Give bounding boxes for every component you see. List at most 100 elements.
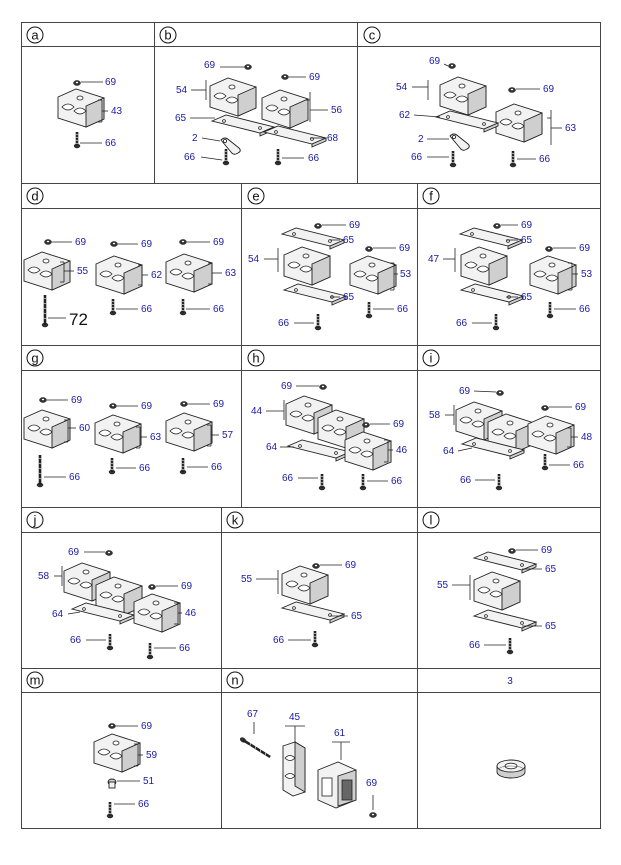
panel-3	[496, 759, 526, 779]
callout-c-69b: 69	[543, 84, 555, 95]
callout-e-69a: 69	[349, 220, 361, 231]
callout-h-69b: 69	[393, 419, 405, 430]
panel-label-c: c	[363, 26, 381, 44]
callout-i-66b: 66	[573, 460, 585, 471]
callout-f-69a: 69	[521, 220, 533, 231]
callout-m-66: 66	[138, 799, 150, 810]
callout-c-66a: 66	[411, 152, 423, 163]
callout-d-66b: 66	[213, 304, 225, 315]
callout-b-65: 65	[175, 113, 187, 124]
callout-n-61: 61	[334, 728, 346, 739]
callout-d-72: 72	[69, 310, 88, 329]
panel-g: 69 69 69 60 63 57 66 66 66	[23, 395, 234, 489]
svg-text:e: e	[252, 189, 259, 204]
callout-e-65a: 65	[343, 235, 355, 246]
panel-h: 69 44 69 64 46 66 66	[251, 381, 408, 492]
callout-n-67: 67	[247, 709, 259, 720]
panel-label-a: a	[26, 26, 44, 44]
callout-c-62: 62	[399, 110, 411, 121]
callout-a-69: 69	[105, 77, 117, 88]
callout-j-69b: 69	[181, 581, 193, 592]
panel-k: 69 55 65 66	[241, 560, 363, 649]
panel-label-d: d	[26, 187, 44, 205]
callout-k-69: 69	[345, 560, 357, 571]
callout-h-66a: 66	[282, 473, 294, 484]
panel-label-i: i	[422, 349, 440, 367]
callout-h-69a: 69	[281, 381, 293, 392]
callout-a-43: 43	[111, 106, 123, 117]
callout-g-66b: 66	[139, 463, 151, 474]
panel-m: 69 59 51 66	[93, 721, 158, 820]
callout-d-69b: 69	[141, 239, 153, 250]
callout-m-69: 69	[141, 721, 153, 732]
callout-b-56: 56	[331, 105, 343, 116]
callout-i-69a: 69	[459, 386, 471, 397]
callout-e-65b: 65	[343, 292, 355, 303]
callout-k-66: 66	[273, 635, 285, 646]
callout-f-69b: 69	[579, 243, 591, 254]
callout-f-65b: 65	[521, 292, 533, 303]
callout-c-2: 2	[418, 134, 424, 145]
svg-text:f: f	[429, 189, 433, 204]
callout-c-54: 54	[396, 82, 408, 93]
callout-i-64: 64	[443, 446, 455, 457]
callout-l-65b: 65	[545, 621, 557, 632]
svg-text:i: i	[430, 351, 433, 366]
callout-i-48: 48	[581, 432, 593, 443]
panel-d: 69 69 69 55 62 63 72 66 66	[23, 237, 237, 329]
svg-text:d: d	[31, 189, 38, 204]
callout-j-46: 46	[185, 608, 197, 619]
callout-b-66a: 66	[184, 152, 196, 163]
callout-l-66: 66	[469, 640, 481, 651]
svg-text:n: n	[231, 673, 238, 688]
callout-b-69a: 69	[204, 60, 216, 71]
svg-text:l: l	[430, 513, 433, 528]
panel-l: 69 65 55 65 66	[437, 545, 557, 656]
callout-j-66b: 66	[179, 643, 191, 654]
callout-h-46: 46	[396, 445, 408, 456]
panel-j: 69 69 58 64 46 66 66	[38, 547, 197, 661]
callout-i-66a: 66	[460, 475, 472, 486]
callout-d-69a: 69	[75, 237, 87, 248]
panel-e: 69 65 69 54 53 65 66 66	[248, 220, 412, 332]
callout-n-45: 45	[289, 712, 301, 723]
panel-letters: a b c d e f g h i j k l m n 3	[26, 26, 513, 689]
svg-text:b: b	[164, 28, 171, 43]
panel-label-l: l	[422, 511, 440, 529]
callout-e-66b: 66	[397, 304, 409, 315]
panel-i: 69 69 58 48 64 66 66	[429, 386, 593, 492]
panel-n: 67 45 61 69	[239, 709, 378, 818]
panel-f: 69 65 69 47 53 65 66 66	[428, 220, 593, 332]
callout-j-58: 58	[38, 571, 50, 582]
panel-label-b: b	[159, 26, 177, 44]
callout-d-69c: 69	[213, 237, 225, 248]
callout-m-51: 51	[143, 776, 155, 787]
panel-label-n: n	[226, 671, 244, 689]
callout-h-44: 44	[251, 406, 263, 417]
callout-f-65a: 65	[521, 235, 533, 246]
callout-g-66c: 66	[211, 462, 223, 473]
callout-f-47: 47	[428, 254, 440, 265]
panel-label-g: g	[26, 349, 44, 367]
callout-g-69a: 69	[71, 395, 83, 406]
callout-b-2: 2	[192, 133, 198, 144]
callout-l-65a: 65	[545, 564, 557, 575]
callout-d-63: 63	[225, 268, 237, 279]
callout-f-66a: 66	[456, 318, 468, 329]
svg-text:c: c	[369, 28, 376, 43]
panel-label-3: 3	[507, 676, 513, 687]
callout-b-54: 54	[176, 85, 188, 96]
callout-c-69a: 69	[429, 56, 441, 67]
callout-e-53: 53	[400, 269, 412, 280]
callout-b-66b: 66	[308, 153, 320, 164]
svg-text:j: j	[33, 513, 37, 528]
callout-g-66a: 66	[69, 472, 81, 483]
panel-label-k: k	[226, 511, 244, 529]
callout-l-55: 55	[437, 580, 449, 591]
callout-i-69b: 69	[575, 402, 587, 413]
callout-h-64: 64	[266, 442, 278, 453]
callout-b-68: 68	[327, 133, 339, 144]
svg-text:m: m	[30, 673, 41, 688]
callout-n-69: 69	[366, 778, 378, 789]
callout-d-55: 55	[77, 266, 89, 277]
